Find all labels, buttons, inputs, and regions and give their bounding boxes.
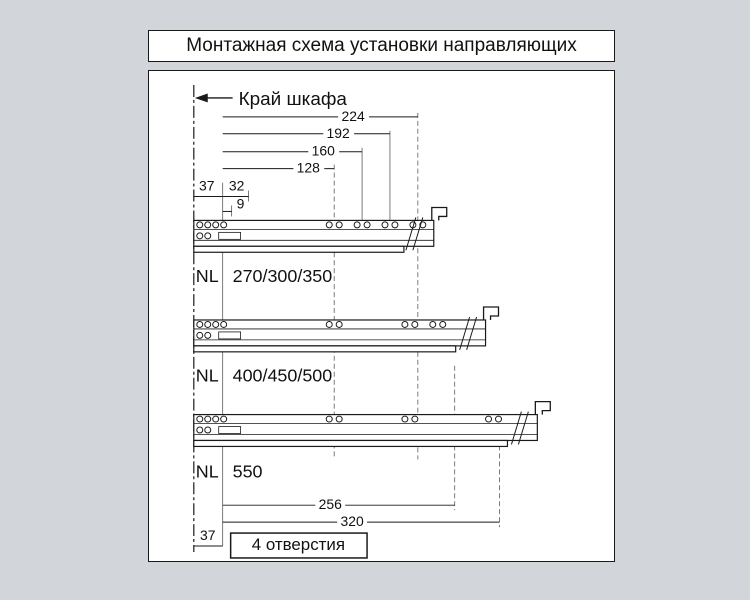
dim-37-top: 37 bbox=[193, 178, 223, 198]
mounting-diagram-canvas: Край шкафа 224 192 160 128 37 32 9 bbox=[193, 84, 551, 559]
rail-1-prefix: NL bbox=[196, 266, 219, 286]
bottom-dimensions: 256 320 37 bbox=[193, 496, 500, 547]
rail-nl-400-450-500 bbox=[193, 306, 500, 353]
rail-3-prefix: NL bbox=[196, 461, 219, 481]
rail-3-mounting-holes bbox=[196, 415, 502, 434]
title-box: Монтажная схема установки направляющих bbox=[148, 30, 615, 62]
dim-256-label: 256 bbox=[319, 496, 343, 512]
rail-nl-550 bbox=[193, 400, 551, 448]
rail-3-sizes: 550 bbox=[233, 461, 263, 481]
cabinet-edge-callout: Край шкафа bbox=[194, 89, 348, 110]
dim-192-label: 192 bbox=[327, 125, 351, 141]
dim-9-label: 9 bbox=[237, 195, 245, 211]
hook-icon bbox=[431, 206, 448, 222]
dim-32-label: 32 bbox=[229, 178, 245, 194]
page-title: Монтажная схема установки направляющих bbox=[186, 35, 577, 56]
left-arrow-icon bbox=[194, 93, 208, 103]
dim-37-top-label: 37 bbox=[199, 178, 215, 194]
rail-2-label: NL 400/450/500 bbox=[196, 366, 332, 386]
rail-2-prefix: NL bbox=[196, 366, 219, 386]
dim-37-bottom-label: 37 bbox=[200, 527, 216, 543]
dim-224-label: 224 bbox=[341, 108, 365, 124]
dim-256: 256 bbox=[222, 496, 455, 512]
dim-224: 224 bbox=[222, 108, 418, 124]
dim-128: 128 bbox=[222, 160, 335, 176]
rail-1-label: NL 270/300/350 bbox=[196, 266, 332, 286]
hook-icon bbox=[482, 306, 500, 321]
diagram-box: Край шкафа 224 192 160 128 37 32 9 bbox=[148, 70, 615, 562]
top-dimensions: 224 192 160 128 37 32 9 bbox=[193, 108, 418, 212]
rail-3-label: NL 550 bbox=[196, 461, 263, 481]
dim-160-label: 160 bbox=[312, 143, 336, 159]
rail-1-sizes: 270/300/350 bbox=[233, 266, 333, 286]
holes-note-label: 4 отверстия bbox=[252, 535, 345, 554]
dim-320: 320 bbox=[222, 513, 500, 529]
rail-nl-270-300-350 bbox=[193, 206, 448, 253]
rail-2-mounting-holes bbox=[196, 320, 447, 339]
dim-37-bottom: 37 bbox=[193, 527, 223, 547]
dim-160: 160 bbox=[222, 143, 363, 159]
dim-320-label: 320 bbox=[340, 513, 364, 529]
dim-128-label: 128 bbox=[297, 160, 321, 176]
dim-9: 9 bbox=[222, 195, 245, 212]
holes-note-box: 4 отверстия bbox=[229, 532, 368, 559]
rail-2-sizes: 400/450/500 bbox=[233, 366, 333, 386]
dim-32: 32 bbox=[222, 178, 249, 198]
cabinet-edge-label: Край шкафа bbox=[239, 89, 348, 110]
hook-icon bbox=[534, 400, 551, 416]
dim-192: 192 bbox=[222, 125, 390, 141]
